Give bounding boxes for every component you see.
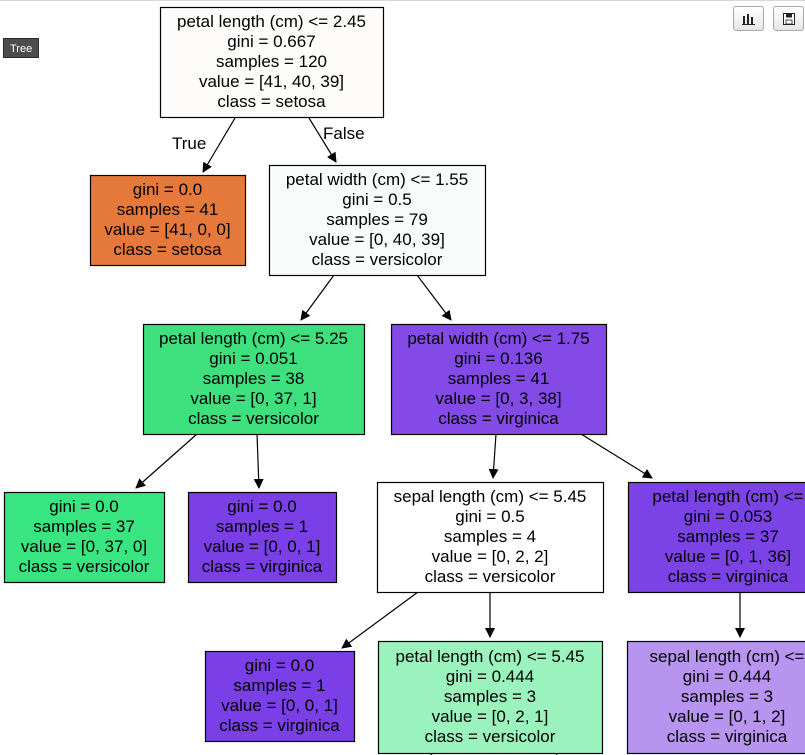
tree-node-line: gini = 0.444 bbox=[446, 667, 534, 686]
tree-edge-arrow bbox=[308, 117, 337, 163]
tree-node-line: class = virginica bbox=[438, 409, 559, 428]
tree-node-line: value = [0, 3, 38] bbox=[435, 389, 561, 408]
tree-node-line: petal length (cm) <= 2.45 bbox=[177, 12, 366, 31]
tree-node-line: samples = 4 bbox=[444, 527, 536, 546]
tree-node-line: value = [0, 0, 1] bbox=[204, 537, 321, 556]
tree-node-line: gini = 0.0 bbox=[133, 180, 202, 199]
tree-node-line: gini = 0.5 bbox=[342, 190, 411, 209]
tree-node-box bbox=[3, 491, 166, 584]
tree-edge-arrow bbox=[341, 591, 419, 649]
tree-edge-arrow bbox=[488, 433, 499, 479]
tree-node-line: gini = 0.0 bbox=[49, 497, 118, 516]
tree-edge-arrow bbox=[416, 274, 452, 321]
tree-edge-arrow bbox=[253, 433, 264, 489]
tree-node-line: samples = 41 bbox=[448, 369, 550, 388]
edge-label-true: True bbox=[172, 134, 206, 153]
tree-edge-arrow bbox=[135, 433, 198, 489]
tree-node-line: samples = 37 bbox=[677, 527, 779, 546]
tree-node-line: samples = 79 bbox=[326, 210, 428, 229]
tree-node-line: petal length (cm) <= 5.45 bbox=[395, 647, 584, 666]
tree-node-line: gini = 0.5 bbox=[455, 507, 524, 526]
tree-node-box bbox=[626, 640, 805, 755]
tree-node-line: gini = 0.444 bbox=[683, 667, 771, 686]
tree-node-box bbox=[159, 6, 385, 119]
top-divider bbox=[0, 0, 805, 1]
tree-node-line: sepal length (cm) <= bbox=[650, 647, 805, 666]
tree-node-line: value = [0, 1, 2] bbox=[669, 707, 786, 726]
tree-node-line: sepal length (cm) <= 5.45 bbox=[394, 487, 587, 506]
tree-node-box bbox=[204, 650, 356, 743]
tree-node-line: class = versicolor bbox=[425, 567, 556, 586]
tree-node-line: class = versicolor bbox=[312, 250, 443, 269]
tree-node-box bbox=[89, 174, 247, 267]
tree-node-line: petal length (cm) <= 5.25 bbox=[159, 329, 348, 348]
bar-chart-button[interactable] bbox=[733, 6, 764, 31]
bar-chart-icon bbox=[741, 13, 755, 25]
tree-node-line: value = [41, 0, 0] bbox=[104, 220, 230, 239]
tree-node-line: samples = 3 bbox=[681, 687, 773, 706]
tree-node-box bbox=[268, 164, 487, 277]
tree-node-line: value = [0, 2, 2] bbox=[432, 547, 549, 566]
tree-node-line: samples = 120 bbox=[216, 52, 327, 71]
tree-node-box bbox=[627, 481, 805, 594]
tree-node-line: class = setosa bbox=[217, 92, 326, 111]
tree-node-line: samples = 1 bbox=[216, 517, 308, 536]
tree-node-line: samples = 38 bbox=[203, 369, 305, 388]
tree-node-line: gini = 0.053 bbox=[684, 507, 772, 526]
tree-node-line: value = [0, 37, 1] bbox=[190, 389, 316, 408]
tree-node-line: class = virginica bbox=[219, 716, 340, 735]
save-icon bbox=[782, 12, 795, 25]
tree-node-line: value = [0, 0, 1] bbox=[221, 696, 338, 715]
tree-node-box bbox=[390, 323, 608, 436]
tree-node-line: gini = 0.667 bbox=[227, 32, 315, 51]
tree-node-line: class = versicolor bbox=[425, 727, 556, 746]
tree-edge-arrow bbox=[580, 433, 653, 479]
tree-node: sepal length (cm) <= gini = 0.444samples… bbox=[626, 640, 805, 755]
tree-node-line: gini = 0.0 bbox=[245, 656, 314, 675]
tree-node-line: samples = 3 bbox=[444, 687, 536, 706]
tree-node-box bbox=[142, 323, 366, 436]
tree-node-line: class = versicolor bbox=[19, 557, 150, 576]
tree-node-line: class = virginica bbox=[668, 567, 789, 586]
edge-label-false: False bbox=[323, 124, 365, 143]
save-button[interactable] bbox=[773, 6, 804, 31]
tree-node-line: samples = 37 bbox=[33, 517, 135, 536]
tree-node-line: petal width (cm) <= 1.75 bbox=[407, 329, 589, 348]
tree-node-line: petal width (cm) <= 1.55 bbox=[286, 170, 468, 189]
tree-node-line: petal length (cm) <= bbox=[652, 487, 803, 506]
tree-edge-arrow bbox=[300, 274, 335, 321]
tree-node-line: gini = 0.0 bbox=[227, 497, 296, 516]
tree-node-box bbox=[377, 640, 604, 755]
tree-node-line: samples = 1 bbox=[233, 676, 325, 695]
tree-node-line: class = versicolor bbox=[188, 409, 319, 428]
tree-node-line: value = [41, 40, 39] bbox=[199, 72, 344, 91]
tree-label-badge: Tree bbox=[3, 38, 40, 58]
tree-node-line: class = virginica bbox=[202, 557, 323, 576]
tree-node-line: gini = 0.136 bbox=[454, 349, 542, 368]
tree-edge-arrow bbox=[202, 117, 236, 173]
tree-node-line: samples = 41 bbox=[117, 200, 219, 219]
tree-node-line: value = [0, 1, 36] bbox=[665, 547, 791, 566]
tree-node-line: class = setosa bbox=[113, 240, 222, 259]
tree-node-line: class = virginica bbox=[667, 727, 788, 746]
tree-node-box bbox=[187, 491, 338, 584]
tree-node-line: value = [0, 2, 1] bbox=[432, 707, 549, 726]
tree-node-line: gini = 0.051 bbox=[209, 349, 297, 368]
tree-node-box bbox=[376, 481, 605, 594]
tree-node-line: value = [0, 40, 39] bbox=[309, 230, 445, 249]
tree-node: petal length (cm) <= gini = 0.053samples… bbox=[627, 481, 805, 594]
tree-node-line: value = [0, 37, 0] bbox=[21, 537, 147, 556]
